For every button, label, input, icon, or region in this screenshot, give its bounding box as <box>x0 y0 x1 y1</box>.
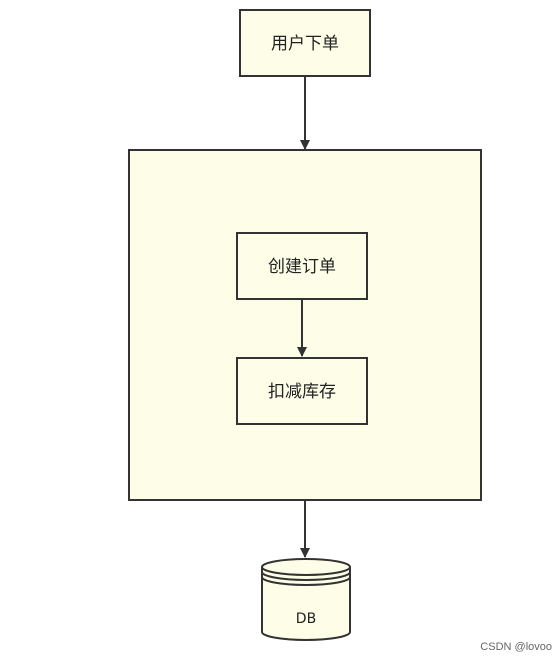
database-cylinder: DB <box>261 558 351 641</box>
node-deduct-stock-label: 扣减库存 <box>268 382 336 402</box>
service-container <box>128 149 482 501</box>
node-place-order: 用户下单 <box>239 9 371 77</box>
node-deduct-stock: 扣减库存 <box>236 357 368 425</box>
node-create-order: 创建订单 <box>236 232 368 300</box>
node-create-order-label: 创建订单 <box>268 257 336 277</box>
database-label: DB <box>296 611 316 627</box>
watermark: CSDN @lovoo <box>480 641 552 653</box>
node-place-order-label: 用户下单 <box>271 34 339 54</box>
